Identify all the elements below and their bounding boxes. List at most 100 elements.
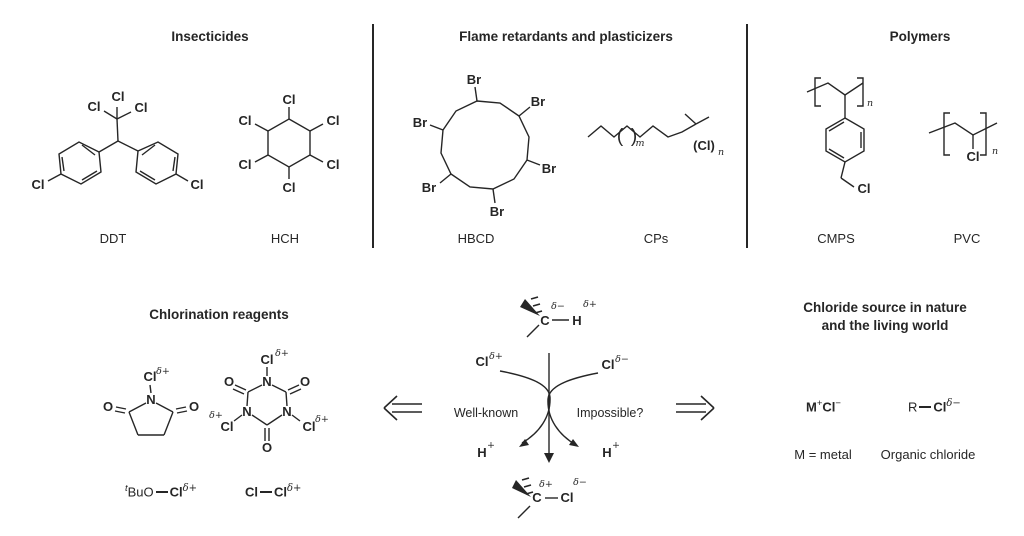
h-plus-left: H	[477, 445, 486, 460]
caption-ddt: DDT	[99, 231, 127, 246]
title-chloride-source-line2: and the living world	[821, 317, 949, 333]
title-insecticides: Insecticides	[171, 29, 249, 44]
ccl-delta-plus: δ+	[539, 479, 553, 490]
tcca-delta-plus-right: δ+	[315, 414, 329, 425]
tcca-o-right: O	[300, 374, 310, 389]
metal-cl-minus: −	[835, 398, 841, 409]
hbcd-br-lower-left: Br	[422, 180, 436, 195]
tcca-n-left: N	[242, 404, 251, 419]
double-arrow-left-icon	[383, 395, 422, 421]
double-arrow-right-icon	[676, 395, 715, 421]
caption-organic-chloride: Organic chloride	[880, 447, 976, 462]
tbuocl-formula: tBuO Clδ+	[125, 483, 197, 499]
ncs-delta-plus: δ+	[156, 366, 170, 377]
hbcd-br-lower-right: Br	[542, 161, 556, 176]
cps-cl-group: (Cl)	[693, 138, 715, 153]
hbcd-bonds	[429, 86, 541, 204]
title-chloride-source-line1: Chloride source in nature	[803, 300, 967, 315]
hch-bonds	[254, 107, 324, 179]
clcl-bond	[260, 491, 272, 493]
hch-cl-top: Cl	[283, 92, 296, 107]
cps-paren-open: (	[617, 126, 624, 147]
tcca-o-bottom: O	[262, 440, 272, 455]
hch-cl-upper-left: Cl	[239, 113, 252, 128]
ch-h: H	[572, 313, 581, 328]
cl-plus-label: Cl	[476, 354, 489, 369]
hbcd-br-top: Br	[467, 72, 481, 87]
tbuocl-delta-plus: δ+	[182, 483, 198, 494]
caption-hbcd: HBCD	[457, 231, 495, 246]
cl-minus-delta: δ−	[615, 354, 629, 365]
tbuocl-bond	[155, 491, 168, 493]
hch-structure: Cl Cl Cl Cl Cl Cl	[239, 92, 340, 195]
ncs-o-right: O	[189, 399, 199, 414]
caption-pvc: PVC	[953, 231, 981, 246]
title-flame-retardants: Flame retardants and plasticizers	[459, 29, 673, 44]
metal-symbol: M	[806, 399, 817, 415]
hch-cl-bottom: Cl	[283, 180, 296, 195]
ch-c: C	[540, 313, 550, 328]
divider-left	[372, 24, 374, 248]
tcca-delta-plus-top: δ+	[275, 348, 289, 359]
metal-plus: +	[816, 398, 823, 409]
ddt-structure: Cl Cl Cl Cl Cl	[32, 89, 204, 192]
cps-subscript-m: m	[635, 138, 644, 149]
rcl-delta-minus: δ−	[946, 398, 961, 409]
ddt-cl-upper-right: Cl	[135, 100, 148, 115]
caption-hch: HCH	[270, 231, 300, 246]
hbcd-structure: Br Br Br Br Br Br	[413, 72, 556, 219]
well-known-label: Well-known	[454, 406, 518, 420]
caption-cps: CPs	[643, 231, 669, 246]
central-reaction-scheme: C H δ− δ+ Cl δ+ Cl δ− Well-known Impossi…	[454, 296, 644, 519]
tbuocl-cl: Cl	[169, 484, 183, 500]
ddt-cl-para-left: Cl	[32, 177, 45, 192]
caption-cmps: CMPS	[817, 231, 855, 246]
ncs-o-left: O	[103, 399, 113, 414]
metal-cl: Cl	[822, 399, 836, 415]
tcca-structure: Cl δ+ N N N O O O Cl δ+ Cl δ+	[209, 348, 329, 455]
ch-molecule: C H δ− δ+	[520, 296, 597, 338]
clcl-delta-plus: δ+	[287, 483, 302, 494]
cl-plus-delta: δ+	[489, 351, 503, 362]
double-arrow-left-lines	[383, 395, 422, 421]
clcl-cl1: Cl	[245, 484, 258, 500]
tcca-cl-top: Cl	[261, 352, 274, 367]
cps-structure: ( ) m (Cl) n	[587, 113, 724, 158]
h-plus-left-sign: +	[487, 440, 495, 451]
title-chloride-source: Chloride source in nature and the living…	[765, 299, 1005, 334]
cps-paren-close: )	[631, 126, 637, 147]
tcca-cl-left: Cl	[221, 419, 234, 434]
pvc-structure: Cl n	[928, 112, 998, 164]
tbuocl-tert: t	[125, 483, 128, 494]
ccl-cl: Cl	[561, 490, 574, 505]
ddt-cl-top: Cl	[112, 89, 125, 104]
curved-arrows	[499, 353, 599, 463]
title-chlorination-reagents: Chlorination reagents	[149, 307, 289, 322]
impossible-label: Impossible?	[577, 406, 644, 420]
tcca-n-top: N	[262, 374, 271, 389]
rcl-cl: Cl	[933, 399, 947, 415]
hch-cl-lower-right: Cl	[327, 157, 340, 172]
metal-chloride-formula: M+Cl−	[806, 398, 841, 414]
tbuocl-buo: BuO	[127, 484, 154, 500]
ch-delta-plus: δ+	[583, 299, 597, 310]
cl-minus-label: Cl	[602, 357, 615, 372]
tcca-bonds	[232, 367, 302, 441]
cps-bonds	[587, 113, 710, 138]
ddt-bonds	[47, 107, 189, 185]
ddt-cl-upper-left: Cl	[88, 99, 101, 114]
divider-right	[746, 24, 748, 248]
tcca-delta-plus-left: δ+	[209, 410, 223, 421]
hch-cl-upper-right: Cl	[327, 113, 340, 128]
caption-metal: M = metal	[794, 447, 852, 462]
ccl-delta-minus: δ−	[573, 477, 587, 488]
pvc-bonds	[928, 112, 998, 156]
ddt-cl-para-right: Cl	[191, 177, 204, 192]
hbcd-br-left: Br	[413, 115, 427, 130]
ncs-bonds	[114, 384, 188, 436]
hbcd-br-bottom: Br	[490, 204, 504, 219]
ncs-cl: Cl	[144, 369, 157, 384]
